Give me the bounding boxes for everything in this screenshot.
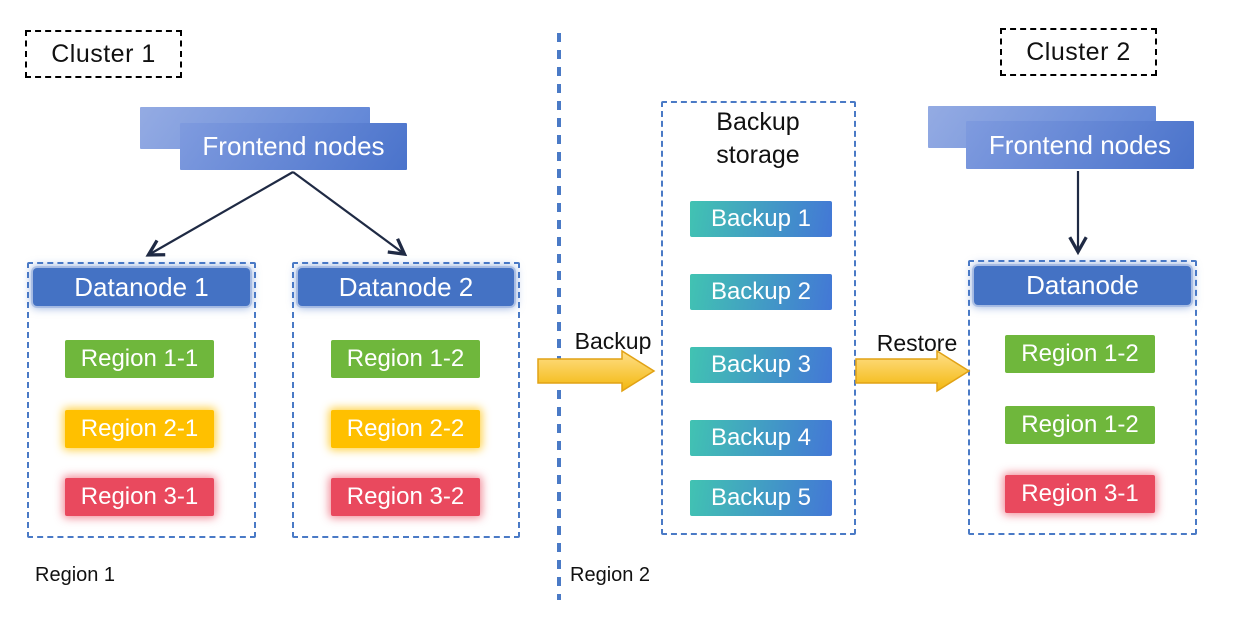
region-divider-line: [557, 33, 561, 600]
cluster2-region-2: Region 1-2: [1005, 406, 1155, 444]
backup-storage-title: Backup storage: [716, 108, 800, 169]
datanode2-title: Datanode 2: [338, 271, 474, 302]
backup-storage-container: [661, 101, 856, 535]
cluster2-frontend-box: Frontend nodes: [966, 121, 1194, 169]
cluster2-region-1: Region 1-2: [1005, 335, 1155, 373]
region1-zone-label: Region 1: [35, 564, 116, 586]
restore-flow-label: Restore: [876, 330, 958, 356]
backup-flow-label: Backup: [574, 328, 652, 354]
datanode2-header: Datanode 2: [298, 268, 514, 306]
backup-item-label: Backup 1: [710, 205, 812, 232]
datanode1-title: Datanode 1: [74, 271, 209, 302]
region-label: Region 2-1: [80, 415, 199, 442]
region2-zone-label: Region 2: [570, 564, 651, 586]
region-label: Region 1-1: [80, 345, 199, 372]
datanode1-region-3: Region 3-1: [65, 478, 214, 516]
cluster2-frontend-label: Frontend nodes: [988, 129, 1172, 160]
region-label: Region 1-2: [1021, 340, 1139, 367]
restore-arrow: [855, 349, 971, 393]
region-label: Region 2-2: [346, 415, 465, 442]
backup-item-3: Backup 3: [690, 347, 832, 383]
datanode2-region-2: Region 2-2: [331, 410, 480, 448]
backup-item-5: Backup 5: [690, 480, 832, 516]
backup-item-label: Backup 3: [710, 351, 812, 378]
region-label: Region 1-2: [1021, 411, 1139, 438]
backup-item-label: Backup 5: [710, 484, 812, 511]
cluster1-frontend-box: Frontend nodes: [180, 123, 407, 170]
backup-item-2: Backup 2: [690, 274, 832, 310]
cluster1-label: Cluster 1: [51, 39, 156, 68]
cluster1-frontend-to-datanode1-arrow: [145, 171, 294, 257]
backup-item-label: Backup 4: [710, 424, 812, 451]
cluster1-label-box: Cluster 1: [25, 30, 182, 78]
datanode2-region-1: Region 1-2: [331, 340, 480, 378]
cluster2-label: Cluster 2: [1026, 37, 1131, 66]
cluster2-datanode-title: Datanode: [1026, 270, 1139, 300]
cluster1-frontend-label: Frontend nodes: [202, 131, 385, 161]
cluster2-datanode-header: Datanode: [974, 266, 1191, 305]
region-label: Region 1-2: [346, 345, 465, 372]
backup-item-label: Backup 2: [710, 278, 812, 305]
datanode1-header: Datanode 1: [33, 268, 250, 306]
region-label: Region 3-1: [1021, 480, 1139, 507]
cluster2-region-3: Region 3-1: [1005, 475, 1155, 513]
cluster2-label-box: Cluster 2: [1000, 28, 1157, 76]
backup-arrow: [537, 349, 656, 393]
region-label: Region 3-1: [80, 483, 199, 510]
region-label: Region 3-2: [346, 483, 465, 510]
backup-item-4: Backup 4: [690, 420, 832, 456]
backup-item-1: Backup 1: [690, 201, 832, 237]
cluster1-frontend-to-datanode2-arrow: [292, 171, 408, 257]
datanode2-region-3: Region 3-2: [331, 478, 480, 516]
datanode1-region-2: Region 2-1: [65, 410, 214, 448]
datanode1-region-1: Region 1-1: [65, 340, 214, 378]
